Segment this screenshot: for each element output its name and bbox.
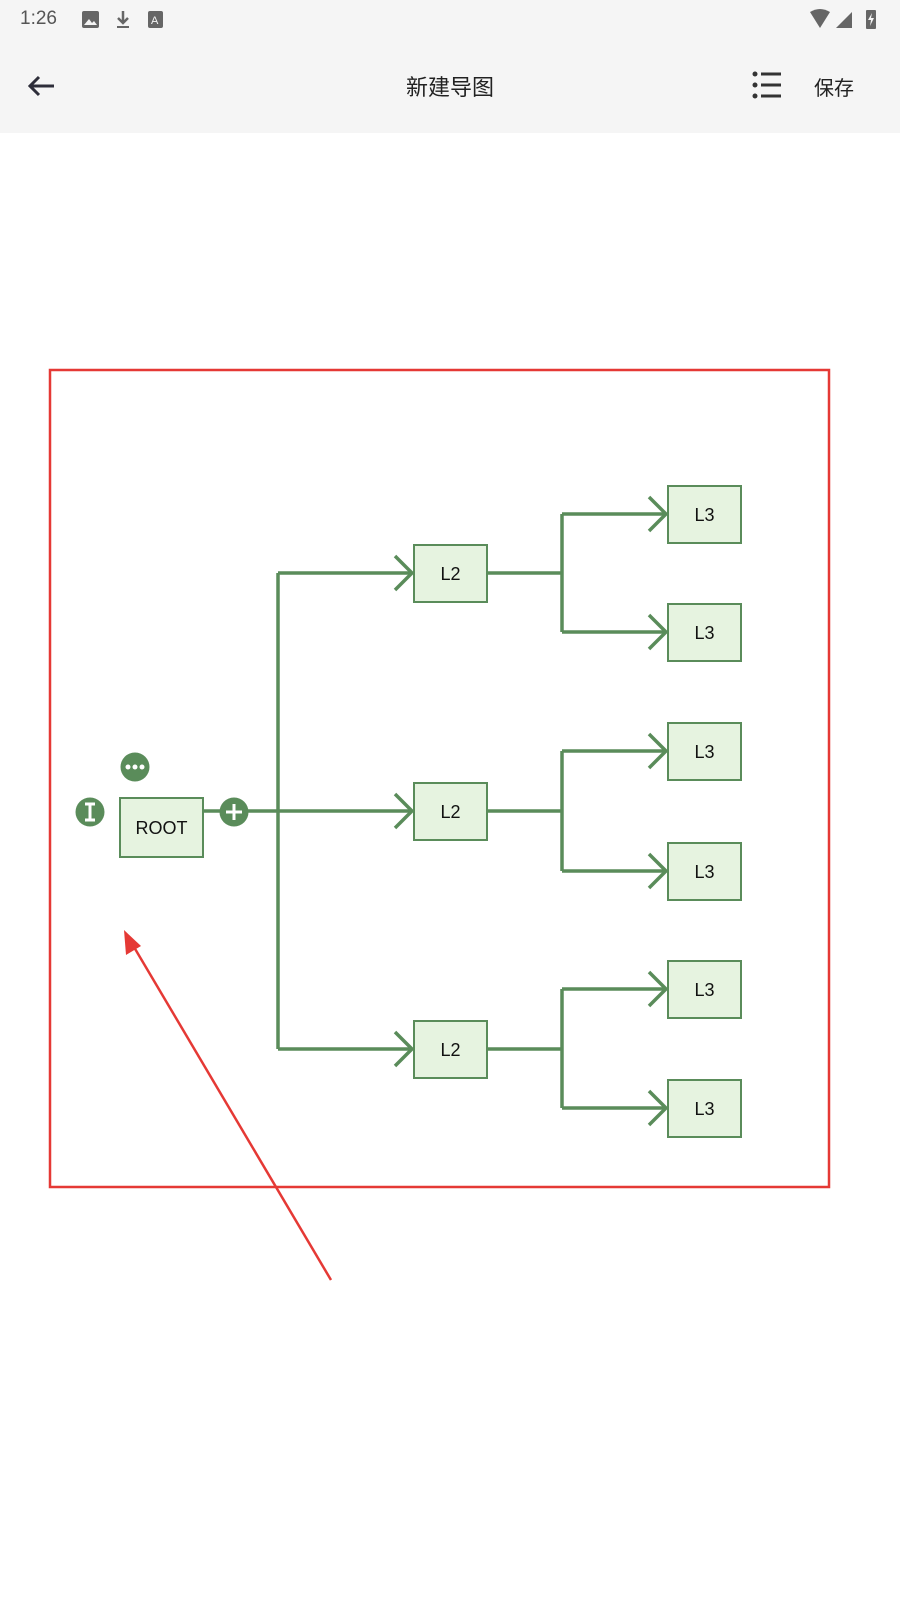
font-icon: A <box>148 11 163 28</box>
back-arrow-icon[interactable] <box>24 68 60 104</box>
node-label: L3 <box>694 1099 714 1119</box>
text-cursor-icon[interactable] <box>75 797 105 827</box>
l3-node[interactable]: L3 <box>667 603 742 662</box>
page-title: 新建导图 <box>405 76 494 101</box>
notification-icons: A <box>82 11 163 28</box>
node-label: L3 <box>694 980 714 1000</box>
annotation-rectangle <box>48 368 831 1189</box>
image-icon <box>82 11 99 28</box>
l2-node[interactable]: L2 <box>413 782 488 841</box>
node-label: L3 <box>694 623 714 643</box>
svg-text:A: A <box>151 15 159 27</box>
l2-node[interactable]: L2 <box>413 1020 488 1079</box>
signal-icon <box>836 12 852 28</box>
node-label: L2 <box>440 564 460 584</box>
status-bar: 1:26 A <box>0 0 900 40</box>
l3-node[interactable]: L3 <box>667 722 742 781</box>
l3-node[interactable]: L3 <box>667 1079 742 1138</box>
node-label: L2 <box>440 1040 460 1060</box>
node-label: L3 <box>694 742 714 762</box>
root-node[interactable]: ROOT <box>119 797 204 858</box>
download-icon <box>117 11 129 28</box>
l3-node[interactable]: L3 <box>667 842 742 901</box>
app-bar: 新建导图 保存 <box>0 40 900 133</box>
save-button[interactable]: 保存 <box>814 76 854 100</box>
system-icons <box>810 9 876 29</box>
node-label: L3 <box>694 862 714 882</box>
add-icon[interactable] <box>219 797 249 827</box>
list-icon[interactable] <box>752 70 782 100</box>
mindmap-canvas[interactable]: ROOT L2 L2 L2 L3 L3 L3 L3 L3 L3 <box>0 133 900 1600</box>
annotation-arrow <box>124 930 333 1281</box>
node-label: L3 <box>694 505 714 525</box>
battery-charging-icon <box>866 10 876 29</box>
node-label: L2 <box>440 802 460 822</box>
status-time: 1:26 <box>20 8 57 29</box>
more-icon[interactable] <box>120 752 150 782</box>
l2-node[interactable]: L2 <box>413 544 488 603</box>
l3-node[interactable]: L3 <box>667 960 742 1019</box>
wifi-icon <box>810 9 830 28</box>
l3-node[interactable]: L3 <box>667 485 742 544</box>
root-label: ROOT <box>136 818 188 838</box>
